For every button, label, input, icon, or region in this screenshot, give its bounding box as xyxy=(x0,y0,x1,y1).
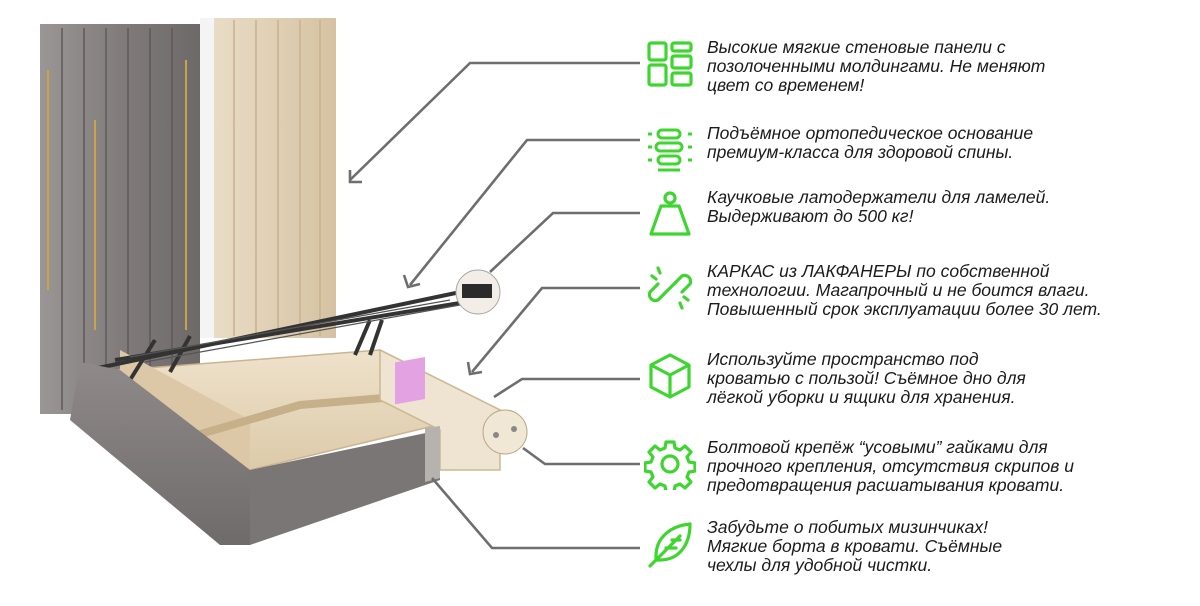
feature-text: Используйте пространство под кроватью с … xyxy=(707,349,1026,407)
feature-text: Болтовой крепёж “усовыми” гайками для пр… xyxy=(707,437,1074,495)
feature-text: Высокие мягкие стеновые панели с позолоч… xyxy=(707,37,1046,95)
feature-item: Подъёмное ортопедическое основание преми… xyxy=(644,124,1200,176)
bolt-detail xyxy=(482,409,528,455)
wall-panels xyxy=(40,18,336,414)
bolt-highlight xyxy=(395,357,425,405)
feature-text: Подъёмное ортопедическое основание преми… xyxy=(707,123,1034,162)
gear-icon xyxy=(644,440,696,490)
pointer-lines xyxy=(348,61,640,550)
spine-icon xyxy=(648,128,692,172)
feature-text: Каучковые латодержатели для ламелей. Выд… xyxy=(707,187,1051,226)
wall-panels-icon xyxy=(647,41,693,87)
feature-item: Высокие мягкие стеновые панели с позолоч… xyxy=(644,38,1200,95)
soft-side-board xyxy=(70,362,250,545)
box-icon xyxy=(649,353,691,399)
weight-icon xyxy=(649,191,691,236)
feature-item: Болтовой крепёж “усовыми” гайками для пр… xyxy=(644,438,1200,495)
bed-illustration xyxy=(40,18,640,550)
feature-item: Забудьте о побитых мизинчиках! Мягкие бо… xyxy=(644,518,1200,575)
broken-link-icon xyxy=(647,266,693,310)
feather-icon xyxy=(648,522,692,568)
feature-text: Забудьте о побитых мизинчиках! Мягкие бо… xyxy=(707,517,1003,575)
feature-text: КАРКАС из ЛАКФАНЕРЫ по собственной техно… xyxy=(707,261,1102,319)
feature-item: КАРКАС из ЛАКФАНЕРЫ по собственной техно… xyxy=(644,262,1200,319)
feature-item: Каучковые латодержатели для ламелей. Выд… xyxy=(644,188,1200,240)
feature-item: Используйте пространство под кроватью с … xyxy=(644,350,1200,407)
